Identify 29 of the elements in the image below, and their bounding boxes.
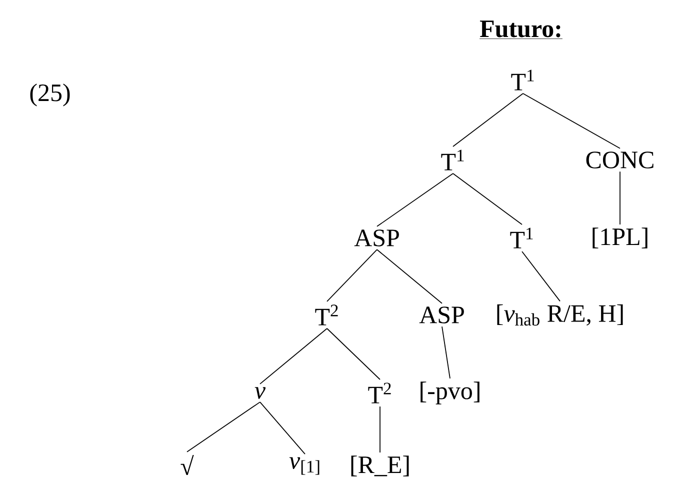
tree-branch — [522, 251, 560, 302]
tree-branch — [260, 328, 328, 384]
tree-node-label: [R_E] — [351, 456, 409, 476]
tree-node-label: CONC — [586, 152, 654, 168]
tree-branch — [452, 173, 522, 225]
tree-branch — [260, 402, 306, 454]
example-number: (25) — [30, 84, 70, 106]
tree-branch — [186, 402, 260, 452]
tree-branch — [452, 93, 524, 147]
tree-node-label: [-pvo] — [420, 382, 480, 404]
tree-node-label: T$^{1}$ — [511, 70, 534, 90]
tree-node-label: [1PL] — [592, 228, 648, 248]
tree-node-label: √ — [180, 455, 194, 475]
tree-node-label: ASP — [354, 230, 399, 246]
tree-node-label: T$^{1}$ — [510, 228, 533, 248]
tree-branch — [442, 326, 450, 379]
tree-node-label: T$^{1}$ — [441, 150, 464, 170]
tree-node-label: [v$_{hab}$ R/E, H] — [497, 304, 623, 326]
tree-branch — [376, 249, 442, 304]
tree-node-label: T$^{2}$ — [315, 304, 338, 326]
tree-node-label: ASP — [419, 306, 464, 324]
tree-node-label: v$_{[1]}$ — [289, 457, 320, 475]
tree-branch — [522, 93, 620, 149]
tree-branch — [326, 328, 380, 380]
tree-branch — [376, 173, 454, 227]
heading: Futuro: — [479, 20, 563, 39]
tree-node-label: v — [254, 387, 266, 399]
tree-branch — [326, 249, 378, 302]
tree-node-label: T$^{2}$ — [368, 382, 391, 404]
